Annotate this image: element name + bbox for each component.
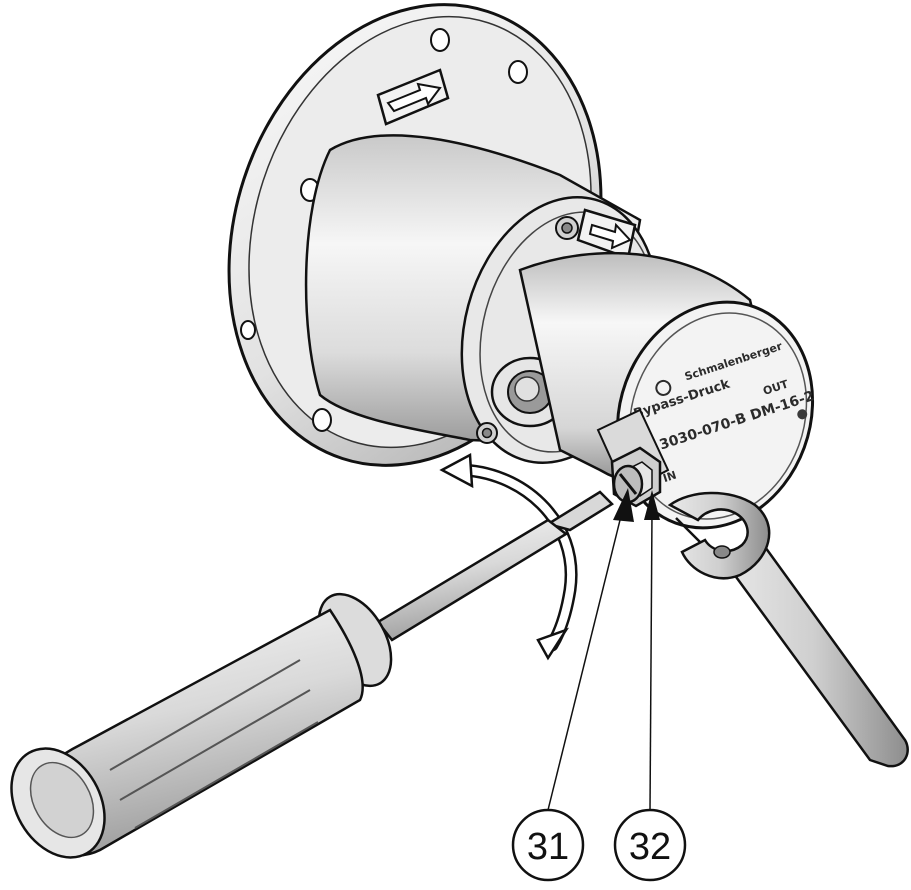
wrench-jaw: [667, 491, 771, 580]
rotation-arrow-icon: [439, 452, 578, 661]
screwdriver-blade: [544, 490, 614, 532]
flange-bolt-hole: [508, 60, 528, 84]
callout-pointer-31: [547, 488, 634, 811]
adjusting-screw: [612, 464, 644, 504]
flange-bolt-hole: [240, 320, 256, 340]
flange-bolt-hole: [430, 28, 450, 52]
screwdriver-shaft: [376, 518, 569, 642]
callout-label: 32: [629, 826, 671, 868]
wrench-handle: [718, 538, 909, 768]
screw-icon: [476, 422, 498, 444]
callout-pointer-32: [644, 490, 660, 811]
callout-32: 32: [613, 808, 687, 882]
end-cap-rim: [628, 312, 808, 520]
nameplate-port-in: IN: [661, 469, 678, 485]
callout-31: 31: [511, 808, 585, 882]
callout-label: 31: [527, 826, 569, 868]
flange-bolt-hole: [312, 408, 332, 432]
flow-arrow-plate: [376, 68, 450, 126]
screwdriver-icon: [10, 490, 614, 859]
wrench-icon: [667, 491, 909, 768]
wrench-emblem: [713, 545, 731, 559]
screw-icon: [555, 216, 579, 240]
